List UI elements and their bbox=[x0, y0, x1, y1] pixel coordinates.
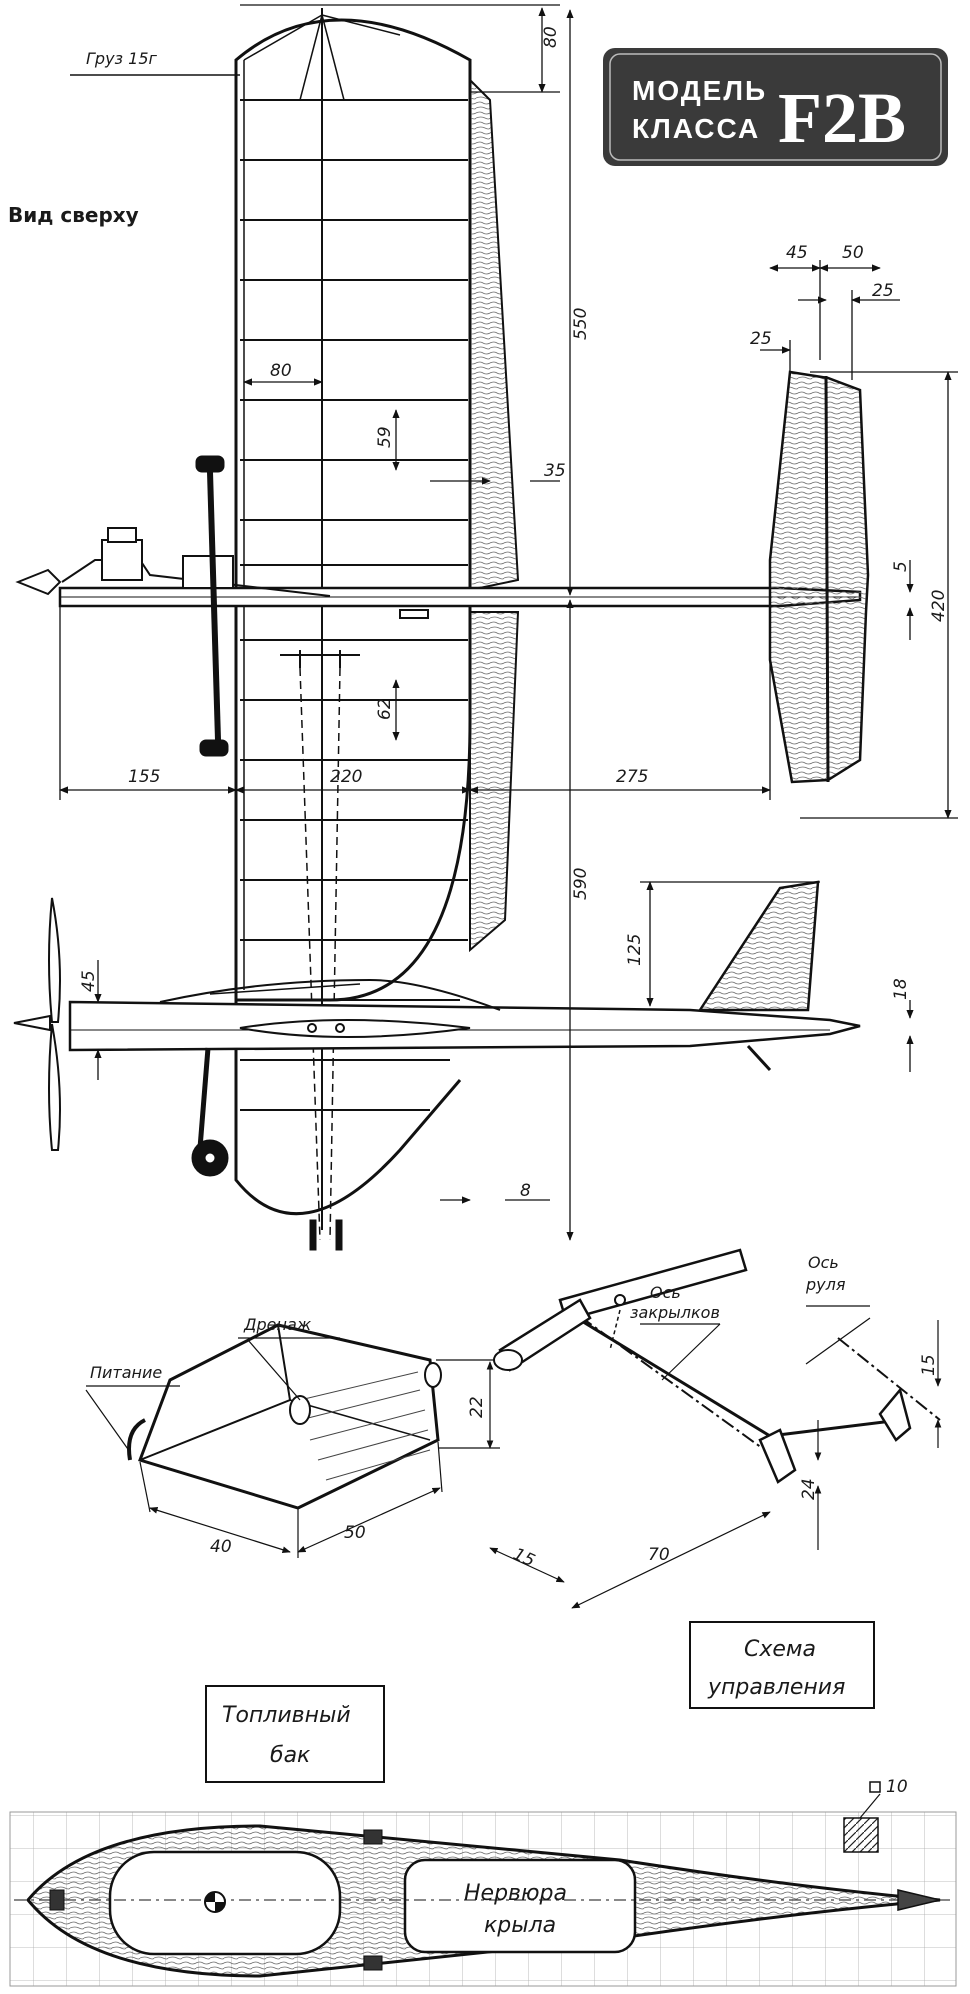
dim-fin-18: 18 bbox=[891, 978, 911, 1000]
dim-fin-125: 125 bbox=[625, 934, 645, 966]
control-scheme bbox=[489, 1248, 942, 1609]
fuel-tank bbox=[85, 1323, 500, 1558]
dimension-lines bbox=[59, 4, 958, 1241]
dim-span-550: 550 bbox=[571, 308, 591, 340]
tank-caption-line1: Топливный bbox=[222, 1703, 351, 1728]
dim-stab-50: 50 bbox=[842, 243, 864, 263]
dim-len-155: 155 bbox=[128, 767, 160, 787]
fuselage-side-view bbox=[13, 880, 861, 1177]
stabilizer-top-view bbox=[768, 370, 870, 784]
lower-flap bbox=[469, 611, 520, 953]
dim-side-45: 45 bbox=[79, 970, 99, 992]
flap-axis-label-1: Ось bbox=[650, 1283, 681, 1302]
dim-trail-8: 8 bbox=[520, 1181, 531, 1201]
dim-tank-40: 40 bbox=[210, 1537, 232, 1557]
dim-tank-50: 50 bbox=[344, 1523, 366, 1543]
dim-stab-420: 420 bbox=[929, 590, 949, 622]
tank-caption-line2: бак bbox=[270, 1743, 311, 1768]
dim-ctrl-15b: 15 bbox=[510, 1544, 538, 1571]
dim-rib-62: 62 bbox=[375, 698, 395, 720]
feed-label: Питание bbox=[90, 1363, 162, 1382]
dim-rib-10: 10 bbox=[886, 1777, 908, 1797]
flap-axis-label-2: закрылков bbox=[630, 1303, 720, 1322]
class-badge: МОДЕЛЬ КЛАССА F2B bbox=[603, 48, 948, 166]
dim-ctrl-15: 15 bbox=[919, 1354, 939, 1376]
dim-stab-5: 5 bbox=[891, 561, 911, 572]
weight-label: Груз 15г bbox=[86, 49, 157, 68]
rib-label-2: крыла bbox=[484, 1913, 556, 1938]
upper-flap bbox=[469, 77, 520, 592]
control-caption-line2: управления bbox=[707, 1675, 845, 1700]
dim-stab-25b: 25 bbox=[750, 329, 772, 349]
dim-tank-22: 22 bbox=[467, 1396, 487, 1418]
badge-code: F2B bbox=[778, 78, 906, 158]
fuel-tank-caption: Топливный бак bbox=[205, 1685, 385, 1783]
rudder-axis-label-1: Ось bbox=[808, 1253, 839, 1272]
drain-label: Дренаж bbox=[243, 1315, 312, 1334]
dim-stab-45: 45 bbox=[786, 243, 808, 263]
badge-line1: МОДЕЛЬ bbox=[632, 75, 767, 106]
dim-span-590: 590 bbox=[571, 868, 591, 900]
dim-rib-59: 59 bbox=[375, 426, 395, 448]
dim-trail-35: 35 bbox=[544, 461, 566, 481]
dim-ctrl-24: 24 bbox=[799, 1478, 819, 1500]
badge-line2: КЛАССА bbox=[632, 113, 760, 144]
rudder-axis-label-2: руля bbox=[805, 1275, 846, 1294]
dim-stab-25a: 25 bbox=[872, 281, 894, 301]
dim-len-220: 220 bbox=[330, 767, 362, 787]
wing-rib bbox=[9, 1781, 957, 1987]
wing-top-view bbox=[234, 8, 520, 1251]
dim-len-275: 275 bbox=[616, 767, 648, 787]
rib-label-1: Нервюра bbox=[464, 1881, 567, 1906]
control-caption-line1: Схема bbox=[744, 1637, 816, 1662]
top-view-label: Вид сверху bbox=[8, 203, 139, 227]
dim-rib-spacing: 80 bbox=[270, 361, 292, 381]
control-scheme-caption: Схема управления bbox=[689, 1621, 875, 1709]
dim-ctrl-70: 70 bbox=[648, 1545, 670, 1565]
dim-tip-80: 80 bbox=[541, 26, 561, 48]
